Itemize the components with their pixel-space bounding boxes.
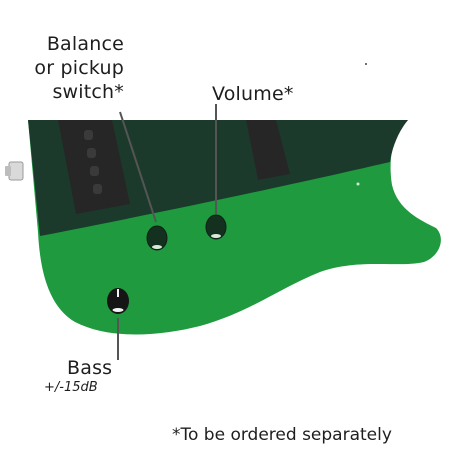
balance-label-line-1: Balance xyxy=(46,33,124,55)
balance-leader-line xyxy=(119,111,157,223)
balance-label-line-2: or pickup xyxy=(34,57,124,79)
balance-label-line-3: switch* xyxy=(52,81,124,103)
balance-switch-label: Balance or pickup switch* xyxy=(20,32,124,104)
output-jack xyxy=(5,161,24,181)
volume-label: Volume* xyxy=(212,83,294,105)
volume-knob xyxy=(205,214,227,240)
balance-knob xyxy=(146,225,168,251)
neck-pickup xyxy=(58,120,130,214)
upper-body-area xyxy=(28,120,408,236)
body-highlight-dot xyxy=(356,182,360,186)
bridge-pickup xyxy=(246,120,290,180)
body-highlight-dot xyxy=(365,63,367,65)
bass-label: Bass xyxy=(67,357,113,379)
bass-knob xyxy=(107,288,129,314)
footnote: *To be ordered separately xyxy=(172,425,392,445)
bass-range-note: +/-15dB xyxy=(44,380,98,395)
